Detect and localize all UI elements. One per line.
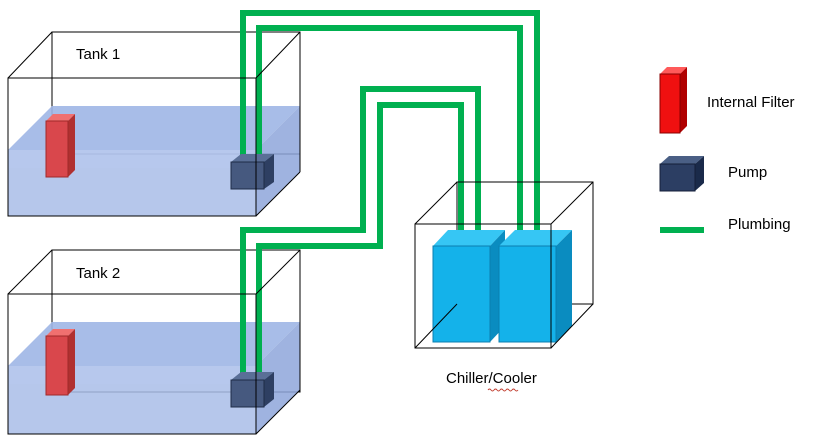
legend-label-plumbing: Plumbing bbox=[728, 216, 791, 233]
chiller: Chiller/Cooler bbox=[414, 181, 594, 392]
chiller-unit-1 bbox=[432, 230, 505, 343]
tank-1-plumbing bbox=[240, 10, 540, 238]
chiller-box-front bbox=[414, 181, 594, 349]
tank-2: Tank 2 bbox=[7, 86, 481, 435]
tank-2-label: Tank 2 bbox=[76, 265, 120, 282]
tank-1-pump bbox=[230, 154, 274, 190]
tank-2-plumbing bbox=[240, 86, 481, 380]
tank-2-frame bbox=[7, 249, 301, 435]
legend-item-pump: Pump bbox=[659, 156, 767, 192]
dark-blue-box-icon bbox=[659, 156, 704, 192]
tank-1: Tank 1 bbox=[7, 10, 540, 238]
tank-1-water bbox=[8, 106, 300, 216]
tank-2-internal-filter bbox=[45, 329, 75, 396]
tank-1-label: Tank 1 bbox=[76, 46, 120, 63]
red-box-icon bbox=[659, 67, 687, 134]
legend: Internal Filter Pump Plumbing bbox=[659, 67, 795, 233]
tank-1-frame bbox=[7, 31, 301, 217]
legend-label-internal-filter: Internal Filter bbox=[707, 94, 795, 111]
legend-item-plumbing: Plumbing bbox=[660, 216, 791, 233]
legend-item-internal-filter: Internal Filter bbox=[659, 67, 795, 134]
chiller-unit-2 bbox=[498, 230, 572, 343]
chiller-label: Chiller/Cooler bbox=[446, 370, 537, 387]
tank-1-internal-filter bbox=[45, 114, 75, 178]
tank-2-pump bbox=[230, 372, 274, 408]
spellcheck-underline bbox=[487, 388, 519, 392]
legend-label-pump: Pump bbox=[728, 164, 767, 181]
